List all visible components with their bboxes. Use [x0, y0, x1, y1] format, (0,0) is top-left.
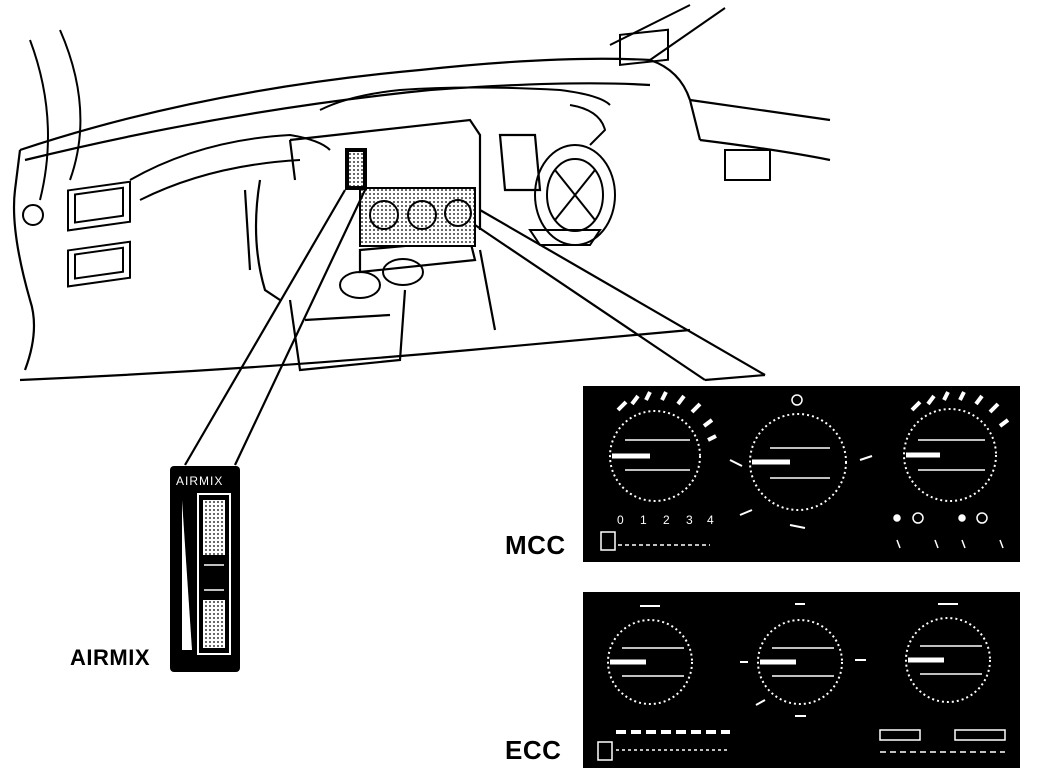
- fan-scale-label: 3: [686, 513, 693, 527]
- ecc-caption: ECC: [505, 735, 562, 765]
- airmix-panel: [170, 466, 240, 672]
- ecc-fan-dial: [905, 603, 991, 703]
- mcc-panel: [583, 386, 1020, 562]
- ecc-panel: [583, 592, 1020, 768]
- ecc-mode-dial: [740, 603, 866, 717]
- ecc-temperature-dial: [607, 605, 693, 705]
- mcc-mode-dial: [729, 394, 873, 529]
- fan-scale-label: 2: [663, 513, 670, 527]
- right-vents: [528, 28, 771, 246]
- control-unit: [359, 187, 476, 247]
- ecc-bottom-controls: [597, 729, 1006, 761]
- mcc-temperature-dial: [609, 391, 717, 502]
- windshield-lines: [29, 4, 726, 201]
- callout-beam-airmix: [184, 189, 366, 466]
- lower-knobs: [339, 258, 424, 299]
- cluster-hood: [129, 86, 611, 201]
- center-console: [243, 118, 542, 372]
- airmix-caption: AIRMIX: [70, 645, 150, 670]
- left-vents: [22, 180, 131, 288]
- fan-scale-label: 1: [640, 513, 647, 527]
- callout-beam-mcc: [474, 209, 766, 382]
- mcc-bottom-controls: [600, 512, 1004, 551]
- fan-scale-label: 0: [617, 513, 624, 527]
- mcc-fan-dial: [903, 391, 1010, 502]
- airmix-control-small: [345, 148, 367, 190]
- fan-scale-label: 4: [707, 513, 714, 527]
- airmix-panel-title: AIRMIX: [176, 474, 224, 488]
- mcc-caption: MCC: [505, 530, 566, 560]
